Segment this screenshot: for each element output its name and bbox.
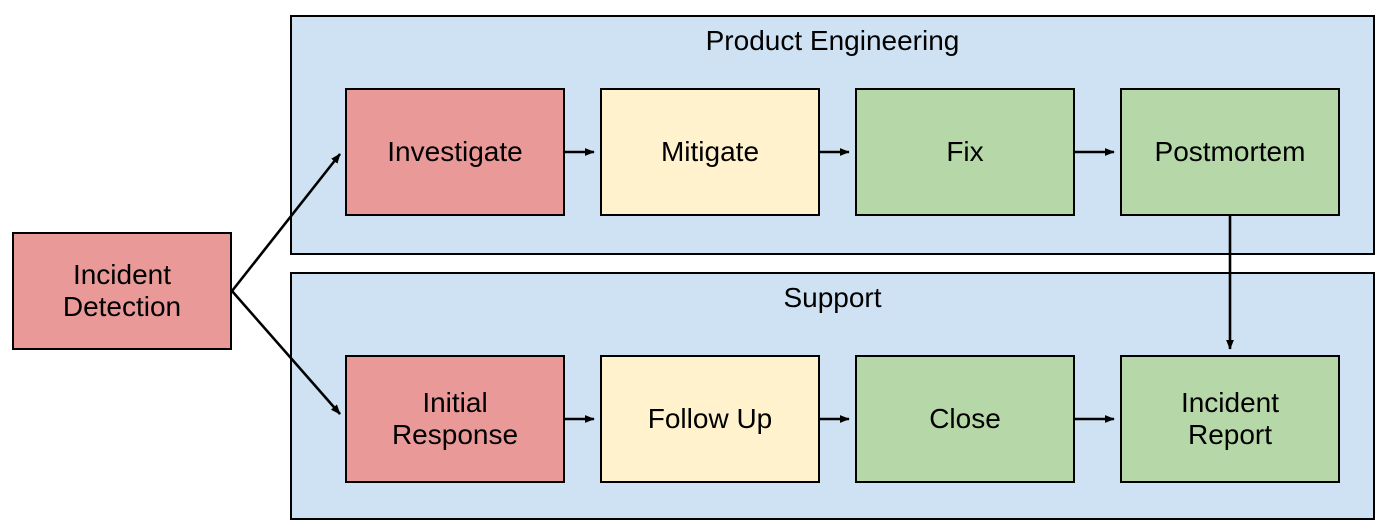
node-fix[interactable]: Fix bbox=[855, 88, 1075, 216]
node-label: Follow Up bbox=[647, 402, 773, 434]
swimlane-title-support: Support bbox=[783, 282, 882, 313]
node-label: Close bbox=[929, 402, 1001, 434]
swimlane-title-product-engineering: Product Engineering bbox=[705, 25, 960, 56]
node-incident-report[interactable]: Incident Report bbox=[1120, 355, 1340, 483]
node-incident-detection[interactable]: Incident Detection bbox=[12, 232, 232, 350]
node-label: Postmortem bbox=[1154, 135, 1306, 167]
node-close[interactable]: Close bbox=[855, 355, 1075, 483]
node-initial-response[interactable]: Initial Response bbox=[345, 355, 565, 483]
node-label: Incident Report bbox=[1180, 386, 1280, 450]
node-label: Incident Detection bbox=[62, 258, 182, 322]
node-label: Mitigate bbox=[660, 135, 760, 167]
node-label: Investigate bbox=[387, 135, 523, 167]
node-investigate[interactable]: Investigate bbox=[345, 88, 565, 216]
node-mitigate[interactable]: Mitigate bbox=[600, 88, 820, 216]
node-label: Initial Response bbox=[391, 386, 519, 450]
node-follow-up[interactable]: Follow Up bbox=[600, 355, 820, 483]
node-postmortem[interactable]: Postmortem bbox=[1120, 88, 1340, 216]
node-label: Fix bbox=[946, 135, 984, 167]
